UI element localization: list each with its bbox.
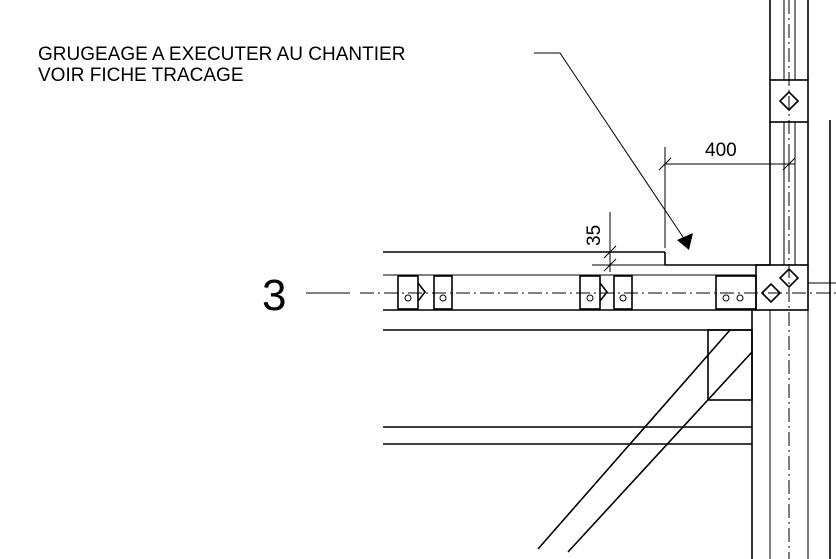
horizontal-beam [383, 251, 770, 331]
dimension-35-label: 35 [584, 225, 605, 246]
column-node-plate [755, 264, 836, 311]
annotation-line-1: GRUGEAGE A EXECUTER AU CHANTIER [38, 44, 405, 65]
axis-label: 3 [262, 271, 286, 320]
dimension-35 [592, 212, 665, 272]
annotation-leader [534, 52, 693, 250]
dimension-400 [658, 147, 796, 248]
diagonal-braces [537, 329, 753, 553]
dimension-400-label: 400 [705, 140, 737, 161]
vertical-column [751, 0, 831, 559]
lower-ledger [383, 329, 753, 445]
annotation-line-2: VOIR FICHE TRACAGE [38, 65, 244, 86]
